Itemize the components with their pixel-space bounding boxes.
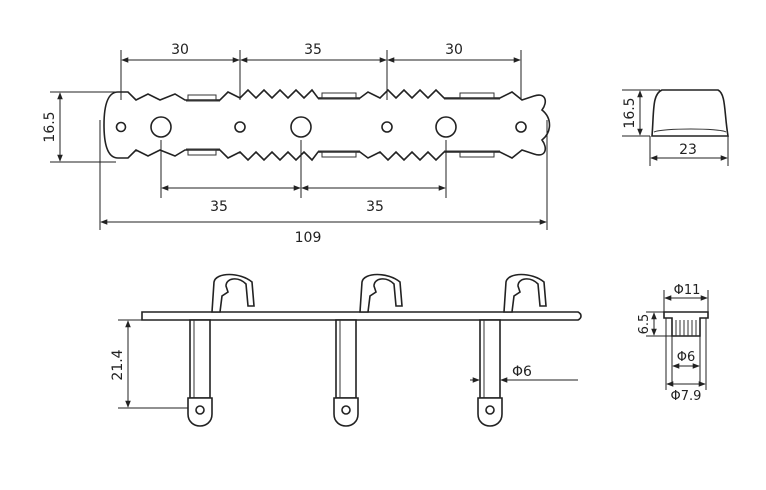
button-dim-text-height: 16.5 [622,97,638,128]
hook-1 [211,273,255,313]
plate-rail-bottom [186,148,500,152]
side-dim-text-post-diameter: Φ6 [512,364,532,380]
slot-bottom-2 [321,151,357,158]
slot-top-1 [187,94,217,101]
slot-top-2 [321,92,357,99]
dim-text-height: 16.5 [42,111,58,142]
bushing-flange [663,311,709,337]
slot-bottom-1 [187,149,217,156]
bushing-dim-text-flange: Φ7.9 [671,389,702,404]
slot-top-3 [459,92,495,99]
side-dim-text-post-length: 21.4 [110,349,126,380]
post-string-hole-3 [485,405,495,415]
post-hole-2 [290,116,312,138]
post-2 [335,319,357,399]
tuner-button-outline [651,89,729,137]
post-hole-1 [150,116,172,138]
screw-hole-3 [381,121,393,133]
button-dim-text-width: 23 [679,142,697,158]
hook-2 [359,273,403,313]
post-3 [479,319,501,399]
bushing-dim-text-inner: Φ6 [677,350,696,365]
hook-3 [503,273,547,313]
dim-text-top-mid: 35 [304,42,322,58]
post-hole-3 [435,116,457,138]
side-plate [141,311,582,321]
button-view: 16.5 23 [622,89,729,166]
button-base-line [653,128,727,133]
bushing-dim-text-outer: Φ11 [674,283,701,298]
side-view: 21.4 Φ6 [110,273,582,427]
screw-hole-2 [234,121,246,133]
bushing-view: Φ11 6.5 Φ6 Φ7.9 [637,283,709,404]
dim-text-top-left: 30 [171,42,189,58]
screw-hole-4 [515,121,527,133]
bushing-dim-text-height: 6.5 [637,314,652,335]
dim-text-bottom-right: 35 [366,199,384,215]
plate-rail-top [186,98,500,102]
post-string-hole-1 [195,405,205,415]
dim-text-top-right: 30 [445,42,463,58]
dim-text-bottom-left: 35 [210,199,228,215]
post-1 [189,319,211,399]
slot-bottom-3 [459,151,495,158]
top-view: 30 35 30 16.5 35 35 109 [42,42,551,246]
post-string-hole-2 [341,405,351,415]
dim-text-total: 109 [295,230,322,246]
screw-hole-1 [115,121,127,133]
